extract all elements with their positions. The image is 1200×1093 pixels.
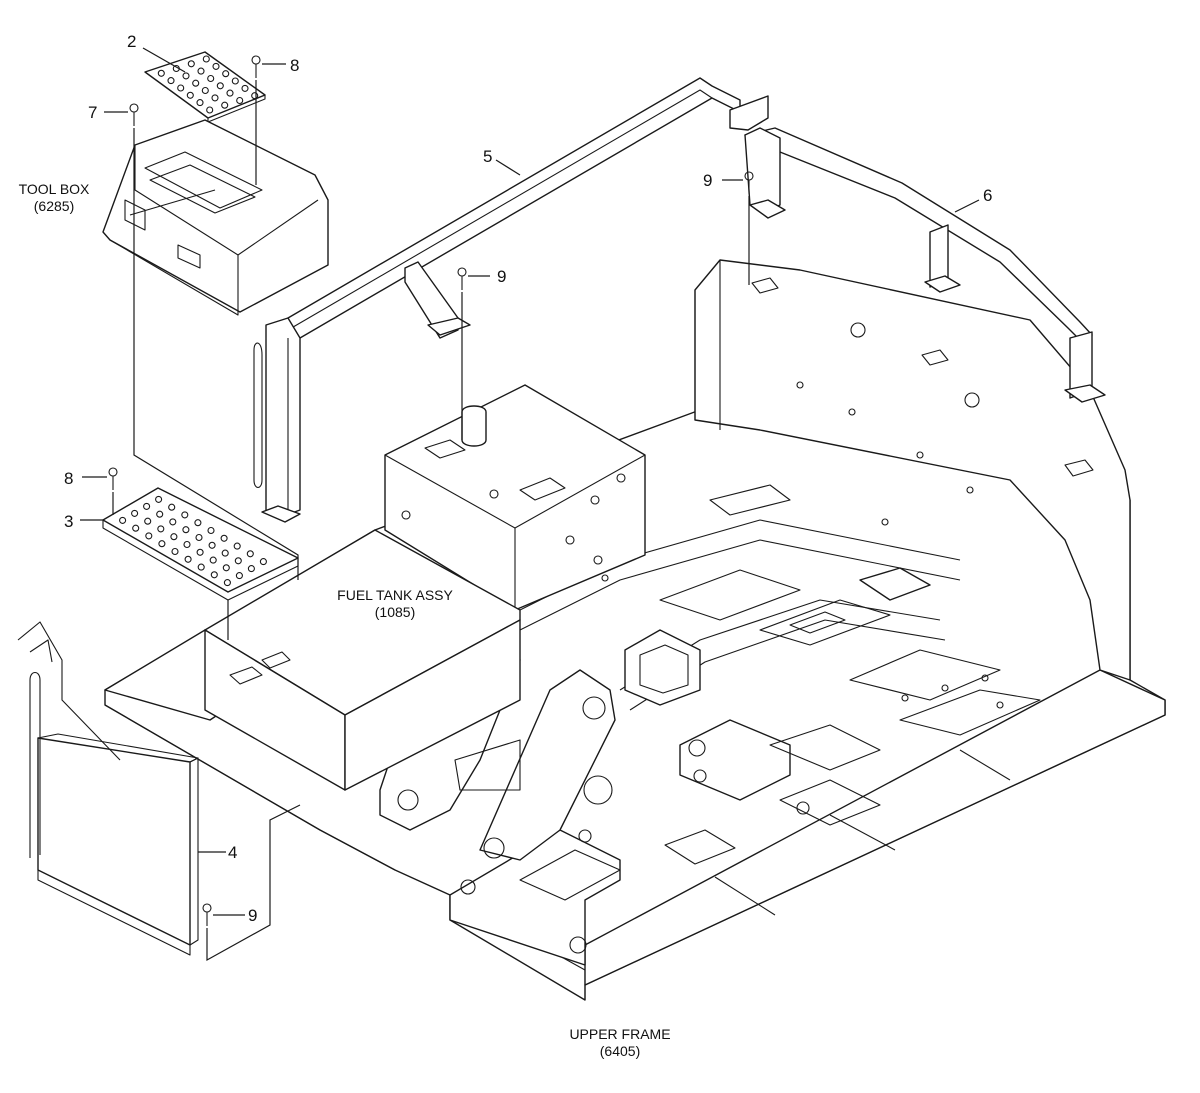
perforation-hole <box>182 526 190 534</box>
bolt-8-top <box>251 55 261 78</box>
callout-5: 5 <box>483 147 493 166</box>
leader-lines <box>80 47 980 962</box>
fuel-tank-name: FUEL TANK ASSY <box>337 587 453 603</box>
perforation-hole <box>169 518 177 526</box>
callout-2: 2 <box>127 32 137 51</box>
perforation-hole <box>206 106 214 114</box>
perforation-hole <box>119 516 127 524</box>
perforation-hole <box>196 548 204 556</box>
callout-6: 6 <box>983 186 993 205</box>
callout-4: 4 <box>228 843 238 862</box>
fuel-tank-drawing <box>384 384 646 611</box>
perforation-hole <box>158 540 166 548</box>
perforation-hole <box>208 541 216 549</box>
perforation-hole <box>196 99 204 107</box>
perforation-hole <box>211 94 219 102</box>
perforation-hole <box>221 549 229 557</box>
perforation-hole <box>246 550 254 558</box>
callout-9-top: 9 <box>703 171 713 190</box>
perforation-hole <box>168 503 176 511</box>
part-6-drawing <box>744 127 1106 403</box>
perforation-hole <box>143 502 151 510</box>
perforation-hole <box>187 60 195 68</box>
perforation-hole <box>145 532 153 540</box>
fuel-tank-code: (1085) <box>374 604 416 620</box>
perforation-hole <box>207 526 215 535</box>
perforation-hole <box>171 547 179 556</box>
bolt-9-mid <box>457 267 467 290</box>
part-4-drawing <box>17 621 199 956</box>
tool-box-name: TOOL BOX <box>18 181 90 197</box>
bolts <box>108 55 754 926</box>
perforation-hole <box>201 86 209 95</box>
callout-3: 3 <box>64 512 74 531</box>
perforation-hole <box>241 84 249 92</box>
perforation-hole <box>207 74 215 83</box>
callout-9-mid: 9 <box>497 267 507 286</box>
part-5-drawing <box>253 77 769 523</box>
perforation-hole <box>231 77 239 85</box>
perforation-hole <box>212 62 220 70</box>
perforation-hole <box>221 101 229 109</box>
perforation-hole <box>197 563 205 571</box>
perforation-hole <box>184 555 192 563</box>
bolt-7 <box>129 103 139 126</box>
counterweight-drawing <box>694 259 1131 681</box>
bolt-9-top <box>744 171 754 194</box>
perforation-hole <box>183 540 191 549</box>
callout-7: 7 <box>88 103 98 122</box>
perforation-hole <box>202 55 210 63</box>
perforation-hole <box>226 89 234 97</box>
callout-8-top: 8 <box>290 56 300 75</box>
bolt-9-bottom <box>202 903 212 926</box>
perforation-hole <box>157 525 165 533</box>
perforation-hole <box>251 92 259 100</box>
perforation-hole <box>220 534 228 542</box>
callout-9-bottom: 9 <box>248 906 258 925</box>
perforation-hole <box>131 509 139 517</box>
perforation-hole <box>192 79 200 87</box>
perforation-hole <box>177 84 185 92</box>
upper-frame-label: UPPER FRAME (6405) <box>555 1026 685 1060</box>
perforation-hole <box>209 556 217 564</box>
left-box-drawing <box>204 529 521 791</box>
perforation-hole <box>182 72 190 80</box>
perforation-hole <box>156 510 164 518</box>
perforation-hole <box>181 511 189 519</box>
upper-frame-name: UPPER FRAME <box>569 1026 671 1042</box>
tool-box-drawing <box>102 119 329 316</box>
perforation-hole <box>234 557 242 565</box>
tool-box-code: (6285) <box>33 198 75 214</box>
perforation-hole <box>132 524 140 532</box>
perforation-hole <box>155 495 163 503</box>
perforation-hole <box>167 77 175 85</box>
perforation-hole <box>157 69 165 77</box>
perforation-hole <box>259 558 267 566</box>
bolt-8-left <box>108 467 118 490</box>
perforation-hole <box>222 564 230 572</box>
perforation-hole <box>216 82 224 90</box>
callout-8-left: 8 <box>64 469 74 488</box>
perforation-hole <box>144 517 152 525</box>
perforation-hole <box>247 565 255 573</box>
part-2-drawing <box>144 51 266 123</box>
perforation-hole <box>186 91 194 99</box>
upper-frame-code: (6405) <box>599 1043 641 1059</box>
tool-box-label: TOOL BOX (6285) <box>8 181 100 215</box>
perforation-hole <box>235 572 243 580</box>
perforation-hole <box>194 519 202 527</box>
fuel-tank-label: FUEL TANK ASSY (1085) <box>320 587 470 621</box>
perforation-hole <box>233 542 241 550</box>
perforation-hole <box>223 579 231 587</box>
perforation-hole <box>170 533 178 541</box>
perforation-hole <box>197 67 205 75</box>
perforation-hole <box>222 70 230 78</box>
perforation-hole <box>195 533 203 542</box>
perforation-hole <box>236 96 244 105</box>
perforation-hole <box>210 571 218 579</box>
